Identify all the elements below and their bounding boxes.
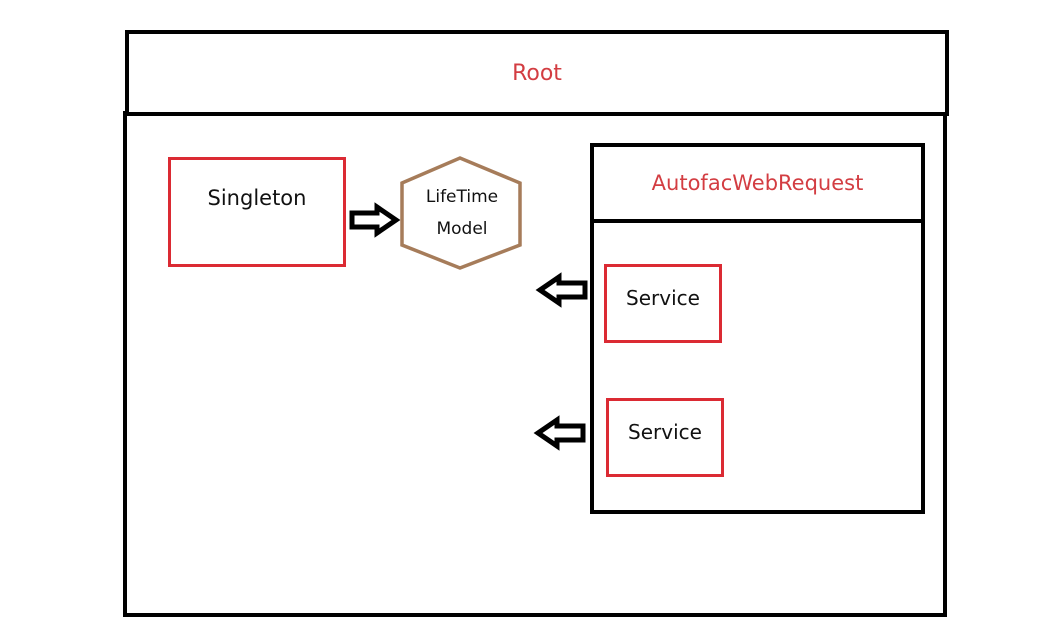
singleton-box: Singleton bbox=[168, 157, 346, 267]
singleton-label: Singleton bbox=[207, 186, 307, 210]
hexagon-shape bbox=[400, 156, 522, 270]
request-divider bbox=[594, 219, 921, 223]
service-box-2: Service bbox=[606, 398, 724, 477]
autofac-web-request-box: AutofacWebRequest bbox=[590, 143, 925, 514]
left-arrow-icon bbox=[533, 415, 586, 451]
root-header: Root bbox=[125, 30, 949, 116]
lifetime-model-line1: LifeTime bbox=[425, 187, 499, 207]
lifetime-model-line2: Model bbox=[436, 219, 488, 239]
service-label-1: Service bbox=[626, 285, 700, 310]
right-arrow-icon bbox=[349, 202, 401, 238]
service-box-1: Service bbox=[604, 264, 722, 343]
lifetime-model-label: LifeTime Model bbox=[400, 156, 524, 270]
left-arrow-icon bbox=[535, 272, 588, 308]
root-label: Root bbox=[512, 60, 562, 86]
autofac-web-request-title: AutofacWebRequest bbox=[651, 171, 864, 195]
service-label-2: Service bbox=[628, 419, 702, 444]
lifetime-model-hexagon: LifeTime Model bbox=[400, 156, 524, 270]
